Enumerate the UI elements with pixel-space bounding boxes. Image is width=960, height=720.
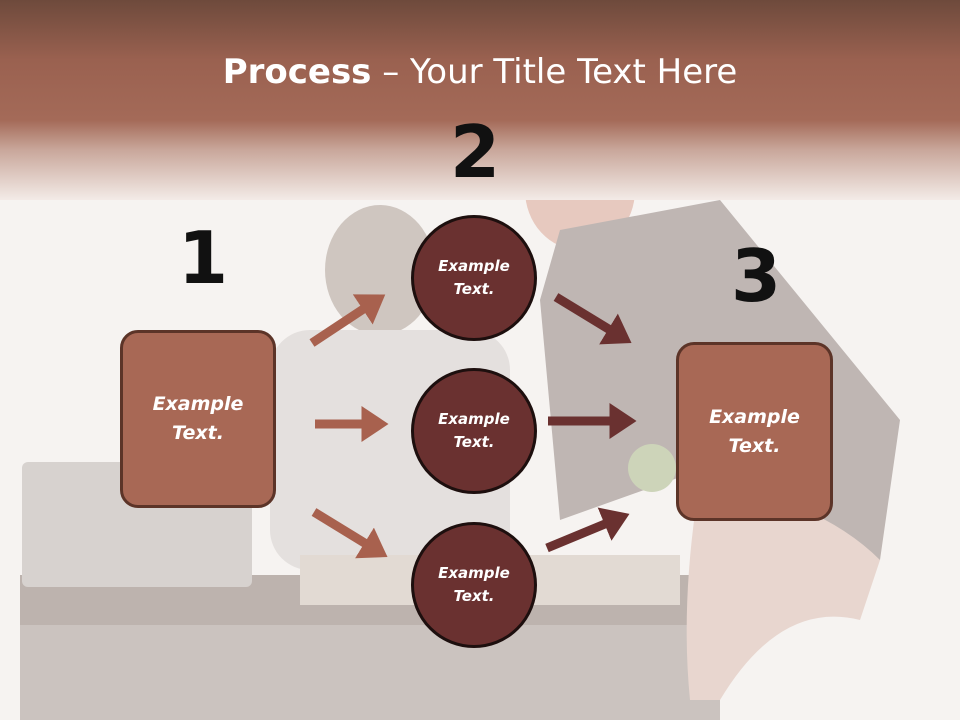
circle-middle-line1: Example (438, 410, 510, 428)
title-bold: Process (222, 52, 372, 92)
circle-top-line2: Text. (453, 280, 495, 298)
arrow-bottom-to-3 (545, 507, 630, 553)
title-rest: – Your Title Text Here (371, 52, 738, 92)
step-1-box: Example Text. (120, 330, 276, 508)
step-1-text-line1: Example (152, 393, 244, 415)
header-band (0, 0, 960, 200)
circle-bottom-line1: Example (438, 564, 510, 582)
circle-top-line1: Example (438, 257, 510, 275)
step-number-3: 3 (731, 234, 782, 318)
circle-middle: Example Text. (411, 368, 537, 494)
circle-bottom: Example Text. (411, 522, 537, 648)
circle-top: Example Text. (411, 215, 537, 341)
step-number-2: 2 (450, 110, 501, 194)
page-title: Process – Your Title Text Here (0, 52, 960, 92)
circle-bottom-line2: Text. (453, 587, 495, 605)
arrow-1-to-top (309, 294, 386, 347)
step-1-text-line2: Text. (172, 422, 224, 444)
circle-middle-line2: Text. (453, 433, 495, 451)
arrow-top-to-3 (553, 293, 632, 345)
step-3-text-line1: Example (709, 405, 800, 428)
step-3-box: Example Text. (676, 342, 833, 521)
arrow-1-to-bottom (311, 508, 388, 559)
step-number-1: 1 (178, 216, 229, 300)
step-3-text-line2: Text. (728, 434, 781, 457)
